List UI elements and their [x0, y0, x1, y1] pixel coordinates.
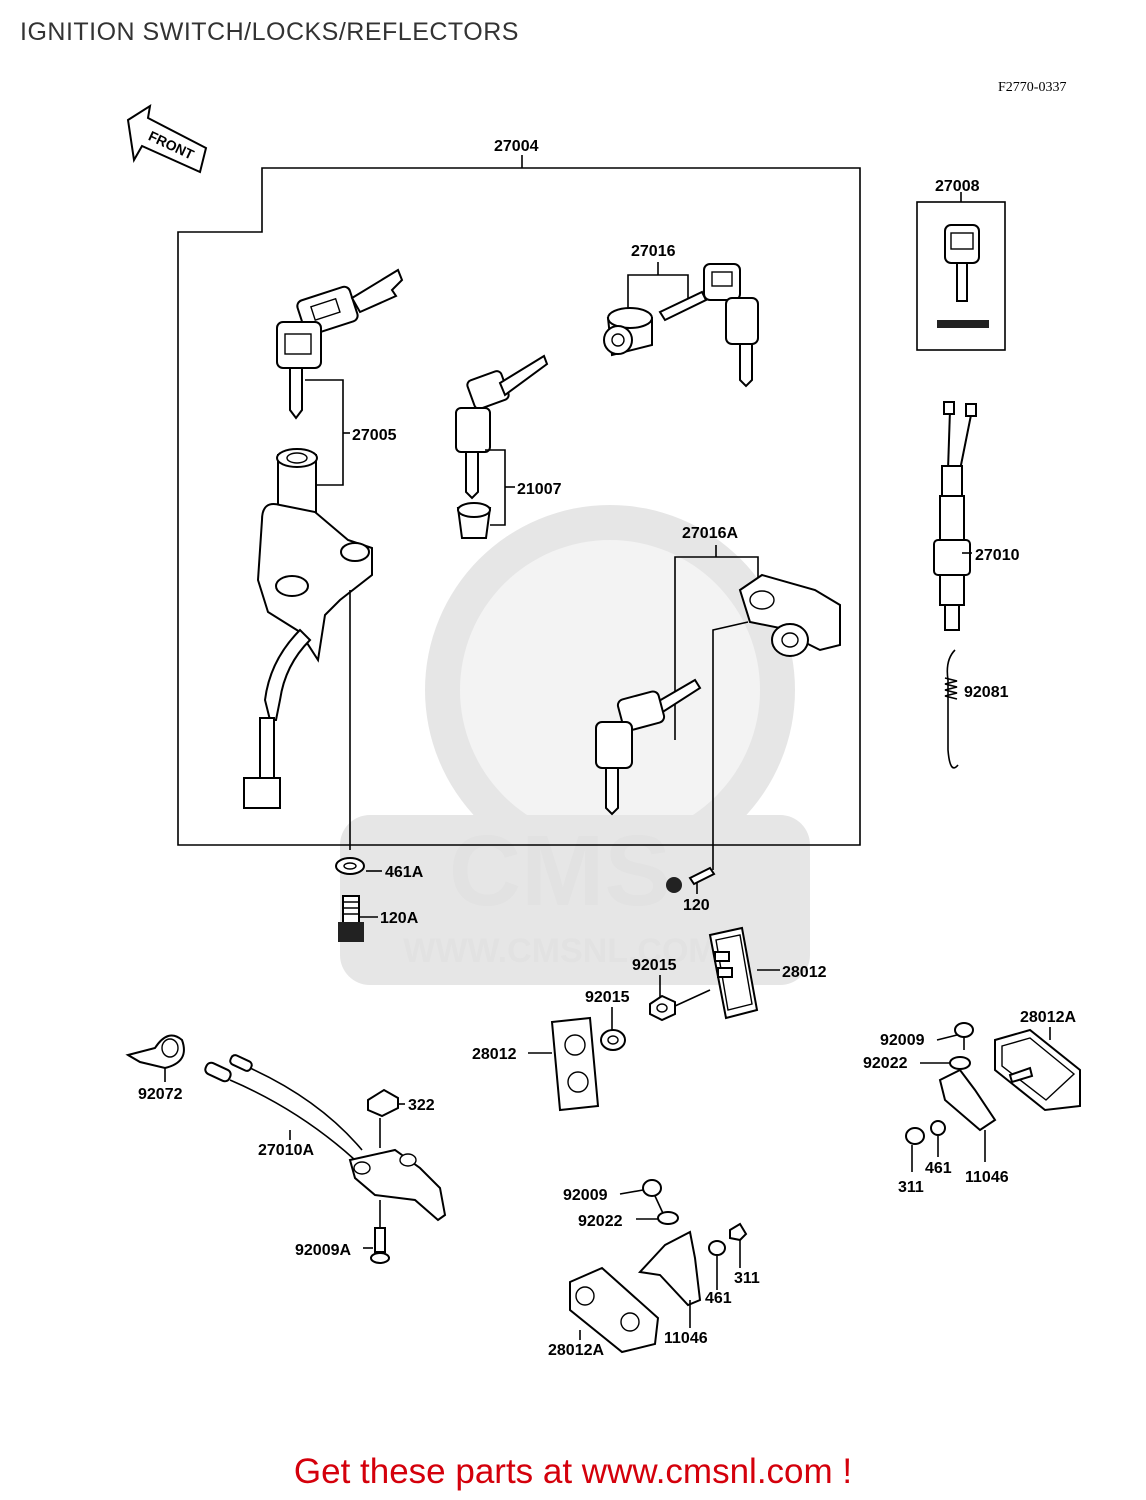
- ignition-keys-27005-icon: [276, 268, 404, 420]
- label-27016: 27016: [631, 243, 676, 260]
- label-311-right: 311: [898, 1179, 924, 1196]
- label-27004: 27004: [494, 138, 539, 155]
- screw-120-icon: [666, 866, 716, 893]
- washer-92022-bottom-icon: [657, 1211, 679, 1225]
- label-28012A-bottom: 28012A: [548, 1342, 604, 1359]
- label-28012A-right: 28012A: [1020, 1009, 1076, 1026]
- label-461-right: 461: [925, 1160, 952, 1177]
- label-27016A: 27016A: [682, 525, 738, 542]
- promo-footer-link[interactable]: Get these parts at www.cmsnl.com !: [293, 1452, 853, 1491]
- ignition-switch-body-icon: [243, 448, 373, 809]
- figure-code: F2770-0337: [998, 80, 1067, 95]
- label-28012-side: 28012: [472, 1046, 517, 1063]
- watermark-logo-text: CMS: [449, 815, 671, 927]
- bracket-11046-right-icon: [905, 1066, 1034, 1145]
- parts-diagram: CMS WWW.CMSNL.COM FRONT 27004 27008 2700…: [125, 103, 1081, 1359]
- label-27010: 27010: [975, 547, 1020, 564]
- label-11046-bottom: 11046: [664, 1330, 708, 1347]
- reflector-28012A-bottom-icon: [569, 1266, 660, 1354]
- label-92072: 92072: [138, 1086, 183, 1103]
- label-92009-bottom: 92009: [563, 1187, 608, 1204]
- screw-92009-right-icon: [954, 1022, 974, 1050]
- spring-92081-icon: [944, 649, 959, 769]
- switch-27010A-icon: [204, 1054, 447, 1222]
- key-27008-icon: [937, 224, 989, 328]
- label-92009-right: 92009: [880, 1032, 925, 1049]
- washer-461A-icon: [335, 857, 365, 875]
- label-27005: 27005: [352, 427, 397, 444]
- label-120A: 120A: [380, 910, 419, 927]
- clamp-92072-icon: [125, 1034, 185, 1070]
- label-11046-right: 11046: [965, 1169, 1009, 1186]
- label-92081: 92081: [964, 684, 1009, 701]
- label-27008: 27008: [935, 178, 980, 195]
- page-title: IGNITION SWITCH/LOCKS/REFLECTORS: [20, 18, 519, 46]
- label-27010A: 27010A: [258, 1142, 314, 1159]
- switch-27010-icon: [933, 401, 977, 631]
- reflector-28012-rear-icon: [708, 926, 759, 1020]
- label-120: 120: [683, 897, 710, 914]
- cap-322-icon: [367, 1088, 399, 1118]
- bolt-120A-icon: [338, 895, 364, 942]
- front-arrow-icon: FRONT: [126, 103, 208, 174]
- helmet-lock-keys-21007-icon: [455, 354, 549, 539]
- label-92022-bottom: 92022: [578, 1213, 623, 1230]
- reflector-28012-side-icon: [550, 1016, 600, 1112]
- seat-lock-27016-icon: [603, 263, 759, 388]
- kit-27004-outline: [177, 167, 861, 846]
- label-92022-right: 92022: [863, 1055, 908, 1072]
- cmsnl-watermark: CMS WWW.CMSNL.COM: [340, 505, 810, 985]
- label-461A: 461A: [385, 864, 424, 881]
- watermark-url-text: WWW.CMSNL.COM: [403, 932, 717, 970]
- label-21007: 21007: [517, 481, 562, 498]
- label-92009A: 92009A: [295, 1242, 351, 1259]
- nut-92015-lower-icon: [600, 1029, 626, 1051]
- washer-92022-right-icon: [949, 1056, 971, 1070]
- label-28012-rear: 28012: [782, 964, 827, 981]
- label-92015-upper: 92015: [632, 957, 677, 974]
- label-311-bottom: 311: [734, 1270, 760, 1287]
- screw-92009A-icon: [370, 1227, 390, 1264]
- label-461-bottom: 461: [705, 1290, 732, 1307]
- nut-92015-upper-icon: [649, 989, 711, 1022]
- label-322: 322: [408, 1097, 435, 1114]
- label-92015-lower: 92015: [585, 989, 630, 1006]
- helmet-lock-27016A-icon: [595, 573, 841, 816]
- bracket-11046-bottom-icon: [637, 1222, 748, 1307]
- reflector-28012A-right-icon: [994, 1028, 1081, 1112]
